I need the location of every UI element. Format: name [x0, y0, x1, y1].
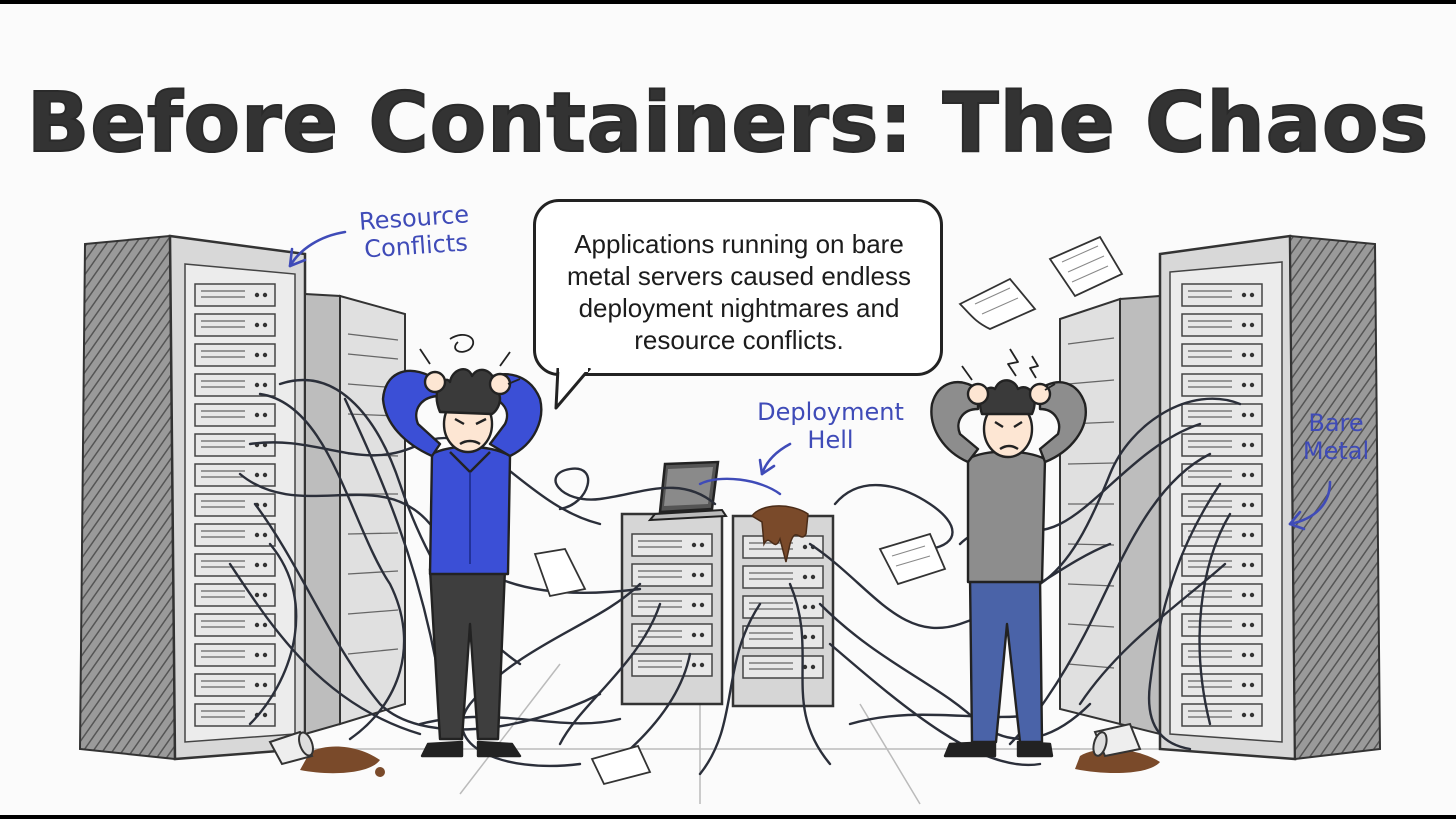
flying-papers	[533, 235, 1124, 786]
annotation-deployment-hell: Deployment Hell	[757, 398, 904, 454]
annotation-bare-metal: Bare Metal	[1302, 409, 1370, 465]
spilled-coffee-left	[268, 730, 385, 777]
frustrated-engineer-left	[381, 334, 543, 758]
annotation-resource-conflicts: Resource Conflicts	[358, 200, 470, 264]
server-rack-right-large	[1158, 234, 1382, 761]
frustrated-engineer-right	[930, 348, 1087, 758]
laptop-icon	[647, 460, 728, 522]
server-rack-left-large	[78, 234, 307, 761]
server-center-left	[620, 512, 724, 706]
coffee-spill-server	[750, 505, 809, 563]
annotation-arrows	[288, 230, 1332, 531]
speech-bubble	[533, 199, 943, 376]
server-center-right	[731, 505, 835, 708]
illustration-canvas: Before Containers: The Chaos	[0, 4, 1456, 815]
spilled-coffee-right	[1075, 722, 1160, 774]
speech-bubble-text: Applications running on bare metal serve…	[567, 229, 911, 355]
page-title: Before Containers: The Chaos	[26, 75, 1430, 172]
speech-bubble-tail	[554, 368, 592, 410]
scene-illustration	[78, 230, 1382, 805]
